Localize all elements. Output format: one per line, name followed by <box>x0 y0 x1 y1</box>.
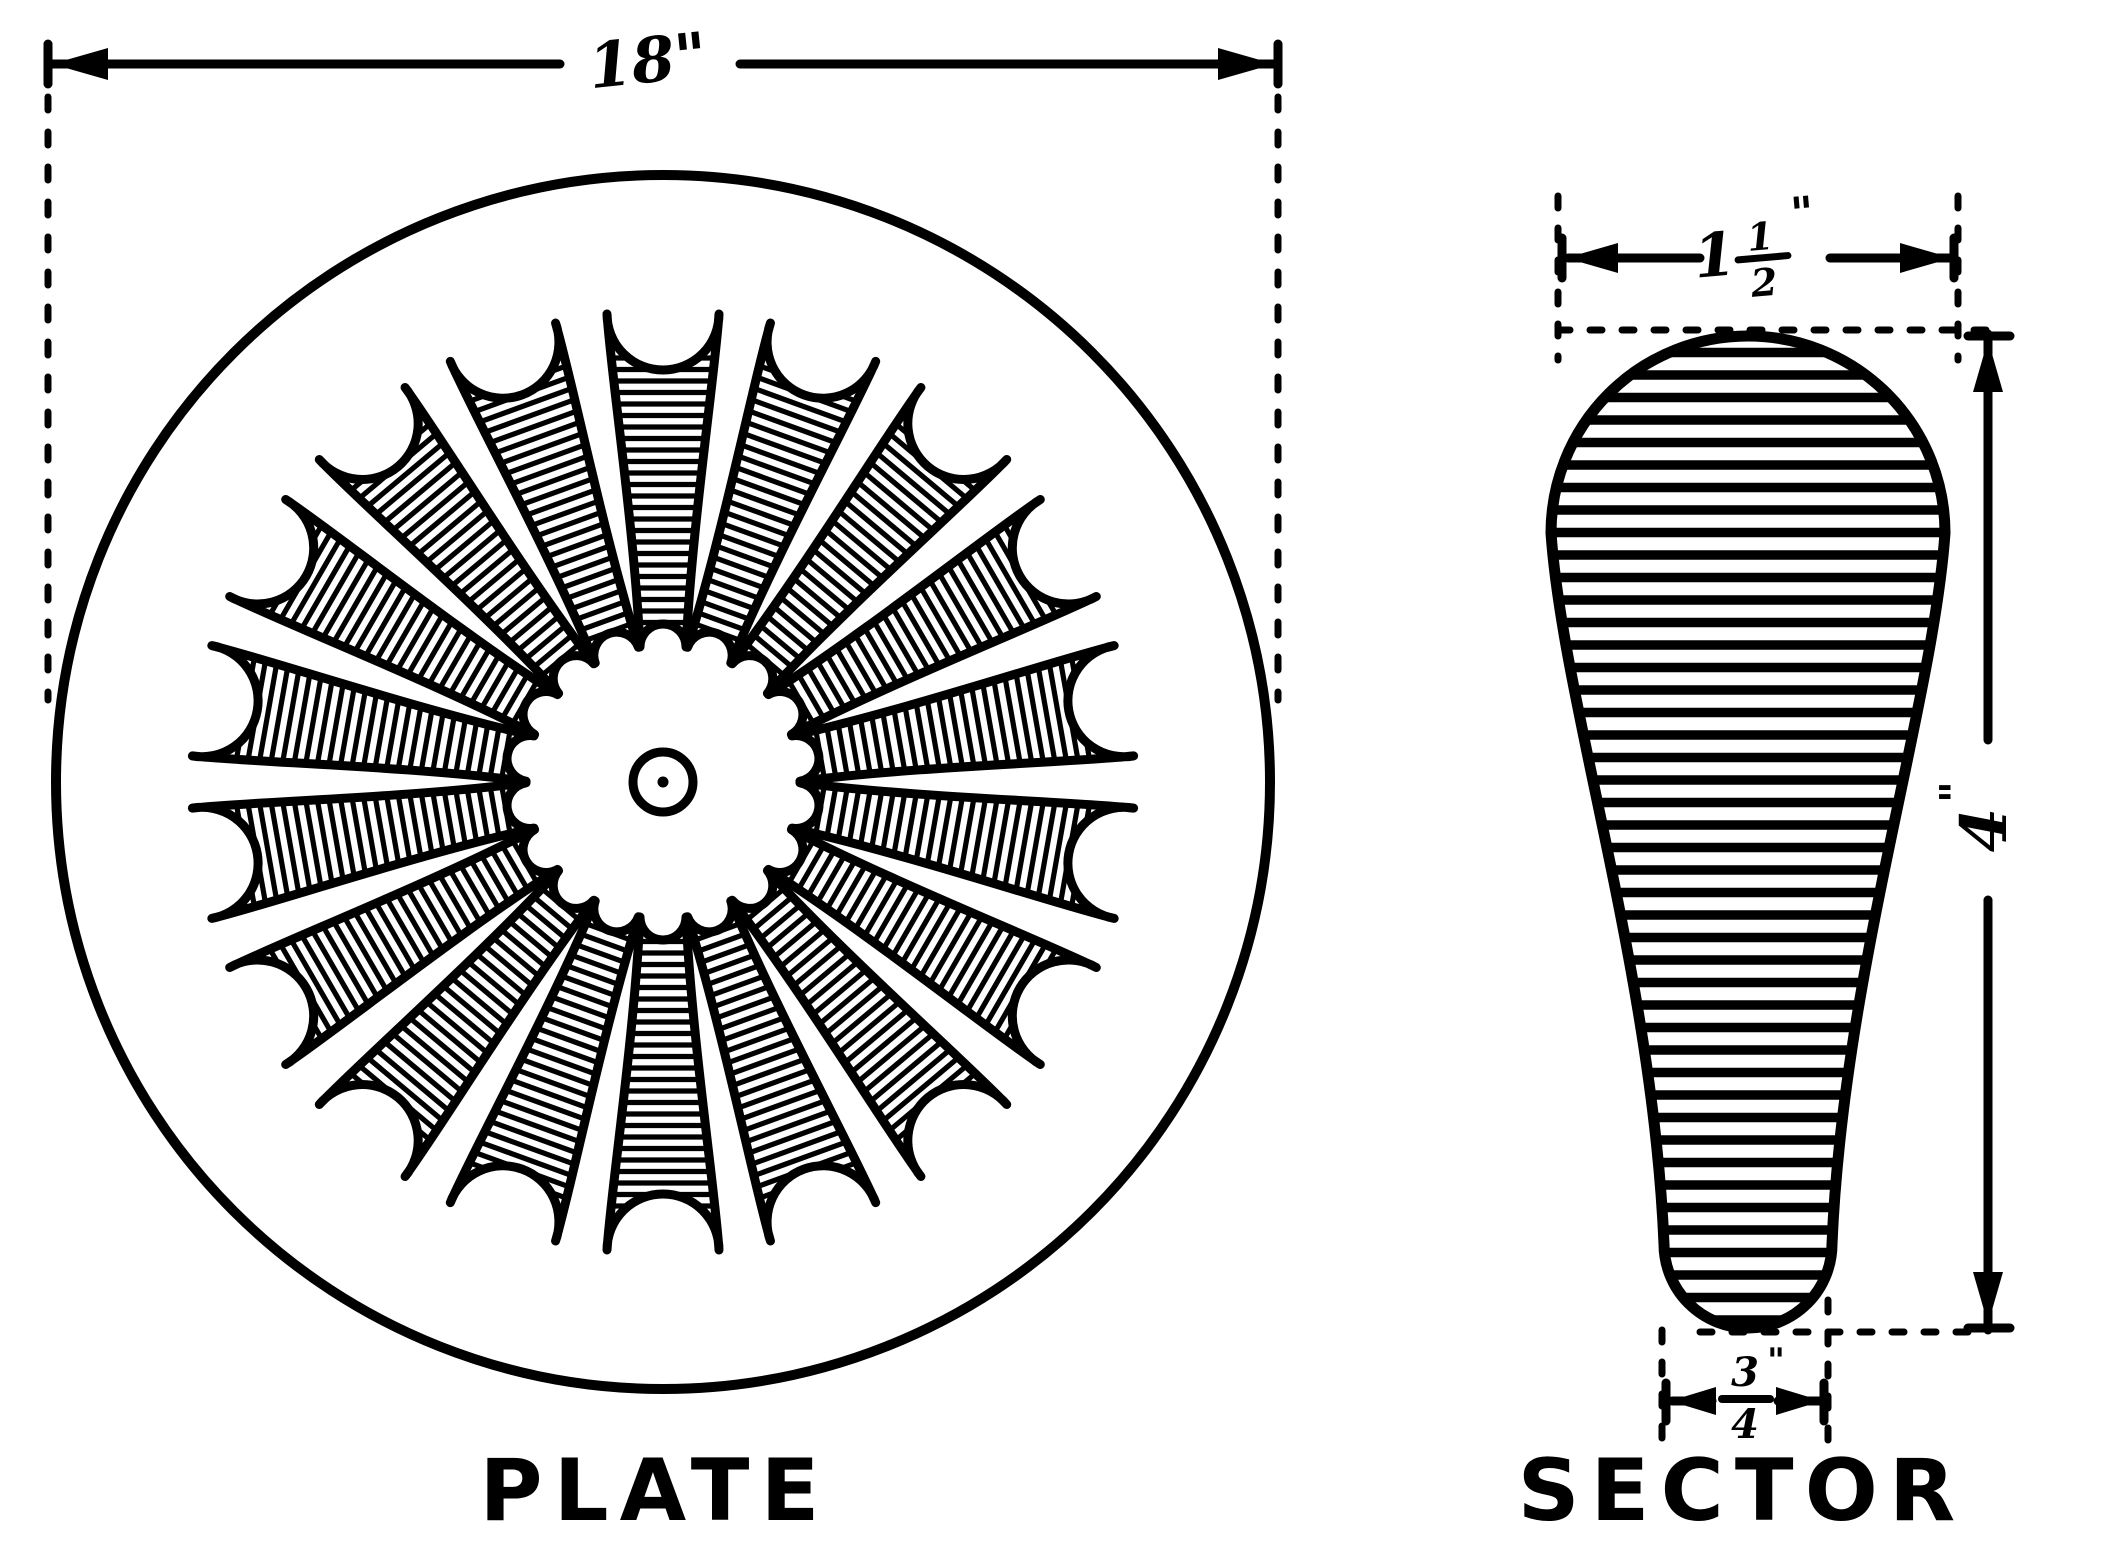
plate-outer-circle <box>51 170 1275 1394</box>
sector-bottom-width-numerator: 3 <box>1731 1349 1759 1396</box>
sector-top-width-fraction-bar <box>1734 252 1792 264</box>
plate-hub-center-dot <box>657 776 669 788</box>
sector-height-label-group: 4 " <box>1931 781 2022 852</box>
plate-diameter-label: 18" <box>585 18 711 103</box>
plate-diameter-dimension-line <box>43 39 1283 89</box>
sector-height-inch-mark: " <box>1931 781 1980 803</box>
sector-view: 1 1 2 " 4 " <box>1518 187 2022 1541</box>
sector-top-width-whole: 1 <box>1691 219 1739 292</box>
sector-outline <box>1545 330 1951 1334</box>
sector-top-width-dimension-line <box>1557 233 1959 283</box>
sector-height-arrow-top <box>1973 340 2003 392</box>
sector-bottom-width-dimension-line <box>1661 1378 1829 1426</box>
sector-top-width-inch-mark: " <box>1789 187 1816 240</box>
sector-top-width-label-group: 1 1 2 " <box>1691 187 1816 306</box>
sector-height-value: 4 <box>1947 808 2022 853</box>
sector-bottom-width-denominator: 4 <box>1731 1401 1759 1448</box>
sector-bottom-width-label-group: 3 " 4 <box>1718 1341 1785 1448</box>
sector-height-arrow-bottom <box>1973 1272 2003 1324</box>
sector-top-width-numerator: 1 <box>1745 213 1775 260</box>
sector-body <box>1545 330 1951 1334</box>
plate-caption: PLATE <box>479 1441 830 1541</box>
sector-caption: SECTOR <box>1518 1441 1967 1541</box>
sector-bottom-width-inch-mark: " <box>1767 1341 1785 1381</box>
plate-slot <box>187 769 540 923</box>
sector-top-width-denominator: 2 <box>1748 259 1779 306</box>
plate-slot <box>665 889 881 1246</box>
